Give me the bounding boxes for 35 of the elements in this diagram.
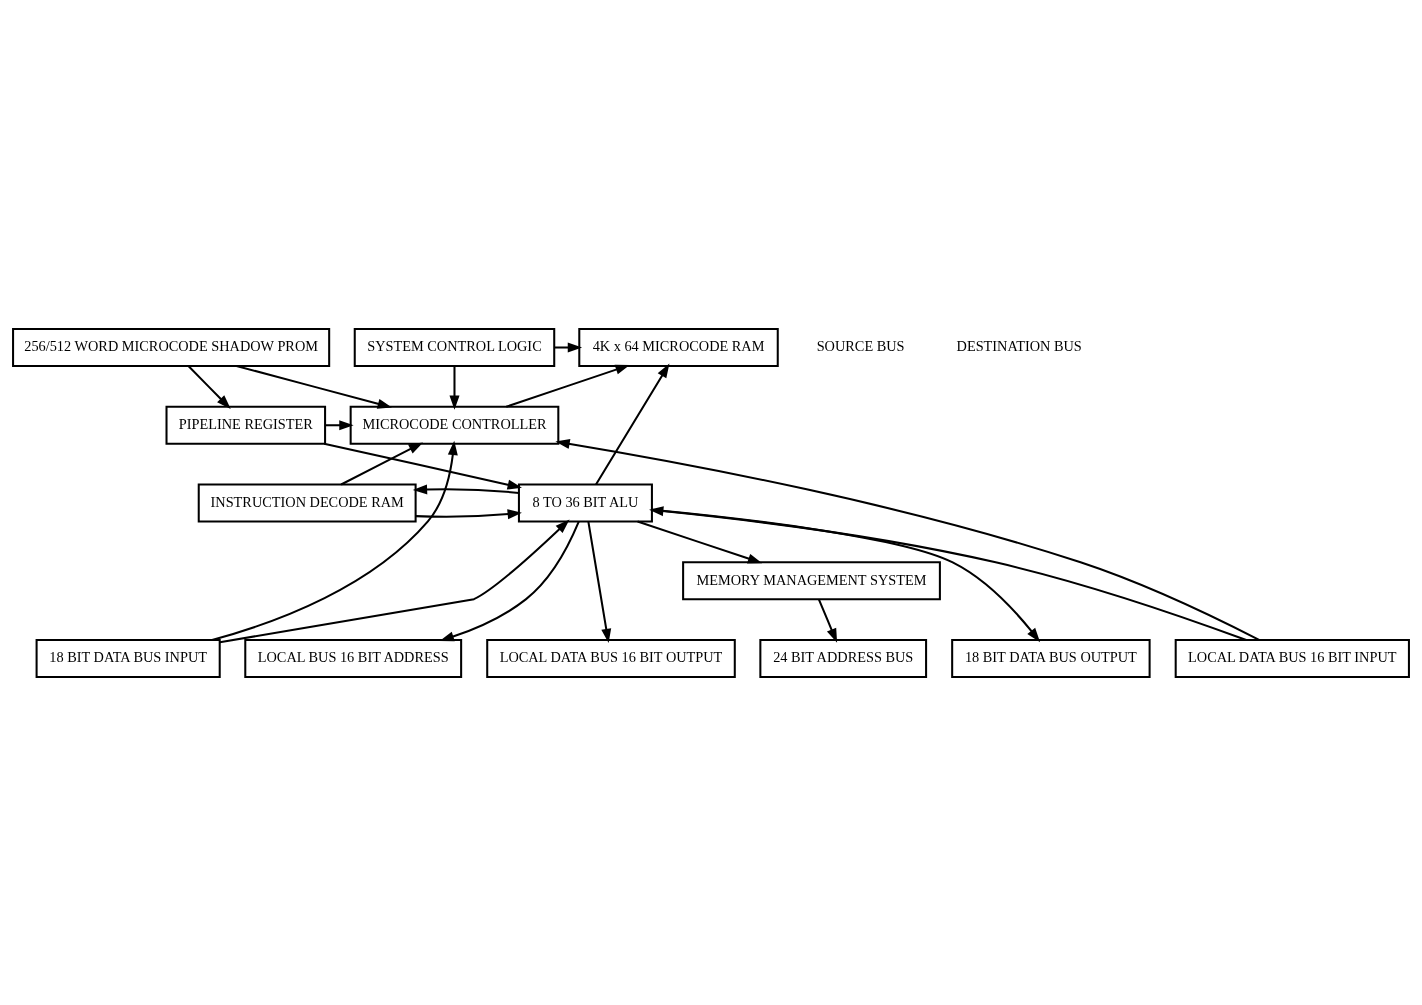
node-box: PIPELINE REGISTER — [165, 405, 327, 445]
arrow — [415, 508, 522, 519]
arrow — [187, 364, 231, 409]
arrow — [219, 519, 570, 643]
node-box: 4K x 64 MICROCODE RAM — [578, 327, 779, 367]
label: DESTINATION BUS — [956, 337, 1082, 354]
arrow — [505, 364, 630, 408]
arrow — [211, 440, 458, 641]
label: SOURCE BUS — [816, 337, 905, 354]
node-box: MEMORY MANAGEMENT SYSTEM — [682, 560, 941, 600]
node-box: SYSTEM CONTROL LOGIC — [353, 327, 556, 367]
arrow — [236, 364, 392, 409]
arrow — [587, 520, 612, 643]
node-box: MICROCODE CONTROLLER — [349, 405, 560, 445]
node-box: LOCAL BUS 16 BIT ADDRESS — [244, 638, 463, 678]
arrow — [449, 365, 460, 410]
arrow — [323, 442, 522, 490]
node-box: 24 BIT ADDRESS BUS — [759, 638, 928, 678]
arrow — [412, 483, 519, 494]
node-box: 18 BIT DATA BUS OUTPUT — [951, 638, 1151, 678]
node-box: 8 TO 36 BIT ALU — [517, 483, 653, 522]
arrow — [555, 438, 1260, 641]
arrow — [439, 520, 580, 641]
arrow — [340, 441, 424, 485]
node-box: 256/512 WORD MICROCODE SHADOW PROM — [12, 327, 331, 367]
arrow — [595, 362, 670, 485]
arrow — [637, 520, 763, 563]
arrow — [325, 419, 354, 430]
arrow — [817, 598, 838, 643]
node-box: 18 BIT DATA BUS INPUT — [35, 638, 221, 678]
node-box: LOCAL DATA BUS 16 BIT INPUT — [1174, 638, 1410, 678]
arrow — [554, 342, 583, 353]
node-box: INSTRUCTION DECODE RAM — [197, 483, 417, 522]
node-box: LOCAL DATA BUS 16 BIT OUTPUT — [486, 638, 736, 678]
arrow — [649, 505, 1247, 641]
